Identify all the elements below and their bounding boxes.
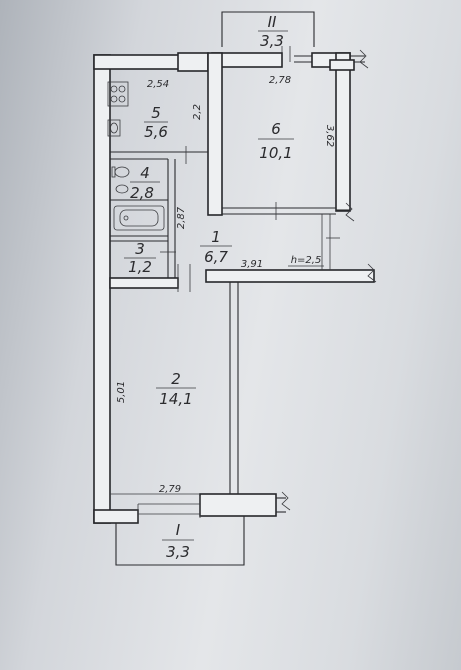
- room-5-area: 5,6: [144, 123, 168, 141]
- bathtub-icon: [113, 205, 165, 231]
- balcony-i-outline: [115, 516, 245, 566]
- interior-walls: [109, 52, 377, 494]
- room-2-number: 2: [171, 370, 181, 388]
- door-marks: [110, 146, 340, 520]
- kitchen-sink-icon: [107, 119, 121, 137]
- dim-room6-depth: 3,62: [324, 125, 335, 147]
- room-4-area: 2,8: [130, 184, 154, 202]
- dim-ceiling-height: h=2,5: [291, 255, 322, 266]
- room-1-area: 6,7: [204, 248, 228, 266]
- room-6-number: 6: [271, 120, 281, 138]
- room-3-area: 1,2: [128, 258, 152, 276]
- dim-room2-depth: 5,01: [116, 381, 127, 403]
- balcony-ii-area: 3,3: [260, 32, 284, 50]
- room-3-number: 3: [135, 240, 145, 258]
- stove-icon: [107, 81, 129, 107]
- room-1-number: 1: [211, 228, 221, 246]
- room-6-area: 10,1: [259, 144, 292, 162]
- room-5-number: 5: [151, 104, 161, 122]
- toilet-icon: [111, 166, 130, 194]
- dim-room6-width: 2,78: [269, 75, 291, 86]
- dim-bath-height: 2,87: [176, 206, 187, 229]
- dim-corridor-length: 3,91: [241, 259, 263, 270]
- room-2-area: 14,1: [159, 390, 192, 408]
- balcony-i-area: 3,3: [166, 543, 190, 561]
- dim-kitchen-depth: 2,2: [192, 104, 203, 120]
- balcony-i-number: I: [176, 521, 181, 539]
- dim-room2-width: 2,79: [159, 484, 181, 495]
- dim-kitchen-width: 2,54: [147, 79, 169, 90]
- room-4-number: 4: [140, 164, 150, 182]
- balcony-ii-number: II: [268, 13, 277, 31]
